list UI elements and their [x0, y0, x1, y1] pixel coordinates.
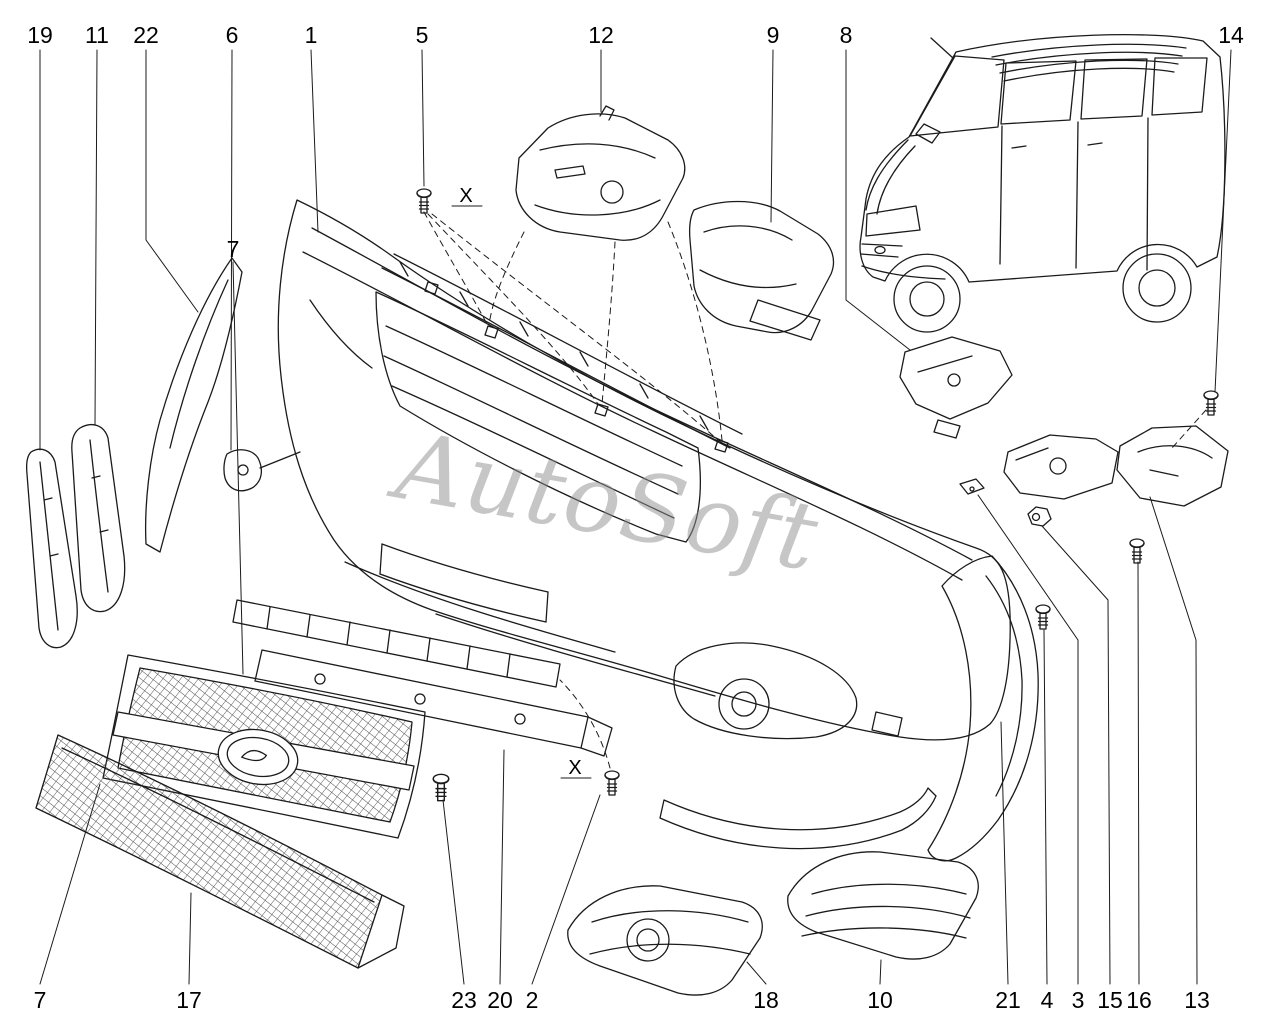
- callout-14[interactable]: 14: [1218, 22, 1244, 48]
- leader-lines: [39, 49, 1232, 985]
- callout-6[interactable]: 6: [225, 22, 239, 48]
- callout-7[interactable]: 7: [33, 987, 47, 1013]
- callout-10[interactable]: 10: [867, 987, 893, 1013]
- retainer-clip: [959, 478, 985, 495]
- engine-splash-shield: [515, 105, 686, 241]
- callout-9[interactable]: 9: [766, 22, 780, 48]
- assembly-mark-x-1: X: [459, 185, 473, 207]
- bumper-lower-trim: [659, 787, 937, 850]
- vehicle-illustration: [859, 33, 1226, 333]
- callout-16[interactable]: 16: [1126, 987, 1152, 1013]
- screw-fastener-4: [1035, 604, 1051, 630]
- mesh-grille-lower: [35, 734, 405, 969]
- callout-22[interactable]: 22: [133, 22, 159, 48]
- screw-fastener-2: [604, 770, 620, 796]
- callout-5[interactable]: 5: [415, 22, 429, 48]
- hex-nut: [1027, 506, 1052, 527]
- callout-3[interactable]: 3: [1071, 987, 1085, 1013]
- screw-fastener-16: [1129, 538, 1145, 564]
- callout-2[interactable]: 2: [525, 987, 539, 1013]
- front-bumper-main: [277, 199, 1011, 741]
- mounting-bracket: [899, 336, 1013, 439]
- callout-4[interactable]: 4: [1040, 987, 1054, 1013]
- fog-lamp-bezel-left: [567, 885, 763, 996]
- fasteners: [416, 188, 1219, 802]
- callout-15[interactable]: 15: [1097, 987, 1123, 1013]
- callout-13[interactable]: 13: [1184, 987, 1210, 1013]
- callout-21[interactable]: 21: [995, 987, 1021, 1013]
- assembly-mark-x-2: X: [568, 757, 582, 779]
- radiator-grille-upper: [102, 654, 426, 839]
- callout-7-inline[interactable]: 7: [226, 236, 240, 262]
- callout-1[interactable]: 1: [304, 22, 318, 48]
- fog-lamp-cover-right: [787, 851, 979, 960]
- callout-11[interactable]: 11: [85, 22, 109, 48]
- callout-8[interactable]: 8: [839, 22, 853, 48]
- callout-23[interactable]: 23: [451, 987, 477, 1013]
- wheel-arch-liner: [688, 200, 835, 341]
- assembly-dashed-lines: [423, 211, 1207, 769]
- bumper-corner-extension: [927, 555, 1039, 862]
- small-bracket: [223, 449, 301, 492]
- callout-18[interactable]: 18: [753, 987, 779, 1013]
- side-strip-22: [144, 257, 243, 553]
- side-strip-19: [25, 448, 78, 649]
- screw-fastener-14: [1203, 390, 1219, 416]
- callout-12[interactable]: 12: [588, 22, 614, 48]
- under-shield-panels: [1003, 425, 1229, 507]
- screw-fastener-5: [416, 188, 432, 214]
- center-grille-bars: [232, 599, 613, 757]
- callout-20[interactable]: 20: [487, 987, 513, 1013]
- side-strip-11: [71, 424, 126, 613]
- callout-17[interactable]: 17: [176, 987, 202, 1013]
- bolt-fastener-23: [432, 773, 450, 802]
- callout-19[interactable]: 19: [27, 22, 53, 48]
